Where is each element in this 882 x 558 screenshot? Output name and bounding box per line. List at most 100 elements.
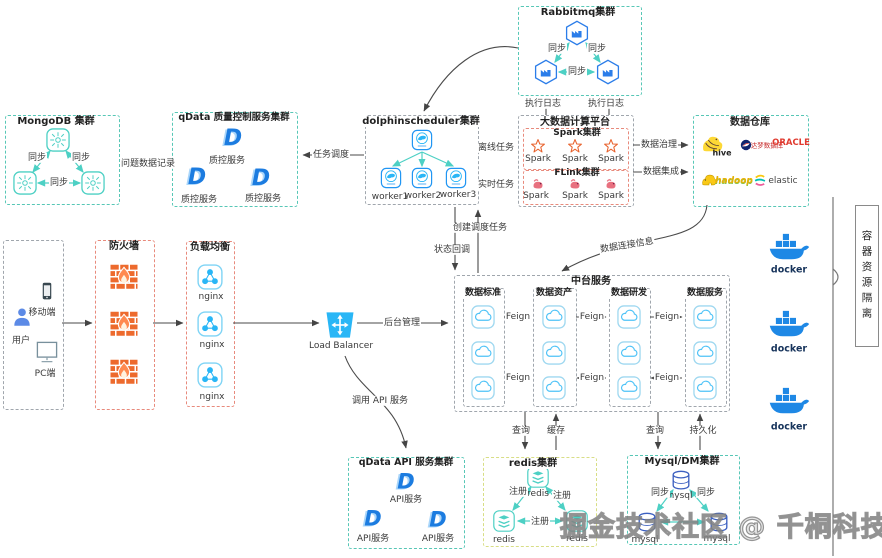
cloud-service-icon	[470, 340, 496, 366]
docker-whale-icon	[768, 383, 810, 419]
nginx-icon	[196, 263, 224, 291]
qc-service-label: 质控服务	[243, 193, 283, 205]
qdata-logo: D	[397, 469, 415, 494]
redis-cluster-title: redis集群	[506, 458, 560, 469]
cloud-service-icon	[692, 340, 718, 366]
firewall-icon	[109, 356, 139, 386]
dolphinscheduler-cluster-title: dolphinscheduler集群	[360, 116, 482, 127]
qc-service-label: 质控服务	[207, 155, 247, 167]
midplatform-col-1-box	[463, 288, 505, 407]
midplatform-col-3-box	[609, 288, 651, 407]
spark-cluster-box	[523, 128, 629, 170]
mysql-label: mysql	[631, 534, 659, 545]
elastic-label: elastic	[768, 175, 798, 186]
nginx-label: nginx	[198, 291, 224, 302]
edge-label-task-schedule: 任务调度	[311, 149, 351, 161]
rabbitmq-node-icon	[595, 59, 621, 85]
cloud-service-icon	[470, 304, 496, 330]
docker-label: docker	[770, 343, 808, 355]
spark-icon	[530, 138, 546, 154]
feign-label: Feign	[578, 311, 606, 323]
midplatform-col-4-title: 数据服务	[684, 288, 726, 299]
flink-icon	[531, 177, 546, 192]
cloud-service-icon	[692, 375, 718, 401]
qdata-logo: D	[251, 166, 271, 191]
edge-label-data-governance: 数据治理	[639, 139, 679, 151]
redis-cluster-box	[483, 457, 597, 547]
rabbitmq-node-icon	[564, 20, 590, 46]
qdata-logo: D	[187, 165, 207, 190]
cloud-service-icon	[616, 340, 642, 366]
worker-label: worker3	[439, 189, 477, 200]
nginx-label: nginx	[199, 391, 225, 402]
register-label: 注册	[529, 516, 551, 528]
sync-label: 同步	[566, 66, 588, 78]
flink-cluster-title: FLink集群	[554, 168, 600, 178]
mysql-cluster-box	[627, 455, 740, 545]
data-warehouse-box	[693, 115, 809, 207]
edge-label-offline-task: 离线任务	[476, 142, 516, 154]
mongodb-cluster-box	[5, 115, 120, 205]
cloud-service-icon	[470, 375, 496, 401]
mongodb-cluster-title: MongoDB 集群	[15, 116, 97, 127]
mysql-label: mysql	[665, 490, 693, 501]
dolphin-worker-icon	[379, 166, 403, 190]
spark-icon	[603, 138, 619, 154]
feign-label: Feign	[504, 372, 532, 384]
rabbitmq-node-icon	[533, 59, 559, 85]
firewall-icon	[109, 308, 139, 338]
qdata-qc-cluster-title: qData 质量控制服务集群	[176, 112, 292, 124]
redis-label: redis	[527, 488, 549, 499]
cloud-service-icon	[541, 304, 567, 330]
spark-node-label: Spark	[598, 153, 624, 164]
container-isolation-box: 容器资源隔离	[855, 205, 879, 347]
rabbitmq-cluster-box	[518, 6, 642, 96]
firewall-icon	[109, 261, 139, 291]
cloud-service-icon	[541, 375, 567, 401]
api-service-label: API服务	[356, 533, 390, 544]
register-label: 注册	[507, 486, 529, 498]
spark-icon	[567, 138, 583, 154]
sync-label: 同步	[70, 152, 92, 164]
qdata-logo: D	[364, 506, 382, 531]
container-isolation-label: 容器资源隔离	[860, 229, 873, 323]
pc-monitor-icon	[35, 340, 59, 364]
rabbitmq-cluster-title: Rabbitmq集群	[538, 7, 618, 18]
edge-label-problem-records: 问题数据记录	[119, 158, 177, 170]
flink-node-label: Spark	[562, 190, 588, 201]
api-service-label: API服务	[421, 533, 455, 544]
docker-label: docker	[770, 421, 808, 433]
edge-label-query: 查询	[644, 425, 666, 437]
flink-icon	[604, 177, 619, 192]
mobile-label: 移动端	[28, 307, 56, 318]
sync-label: 同步	[546, 43, 568, 55]
edge-label-backend-mgmt: 后台管理	[382, 317, 422, 329]
data-warehouse-title: 数据仓库	[728, 117, 772, 128]
feign-label: Feign	[653, 311, 681, 323]
edge-label-exec-log: 执行日志	[523, 98, 563, 110]
spark-node-label: Spark	[562, 153, 588, 164]
flink-node-label: Spark	[598, 190, 624, 201]
docker-whale-icon	[768, 229, 810, 265]
firewall-title: 防火墙	[107, 241, 141, 252]
feign-label: Feign	[578, 372, 606, 384]
register-label: 注册	[551, 490, 573, 502]
redis-node-icon	[492, 509, 516, 533]
cloud-service-icon	[541, 340, 567, 366]
hive-label: hive	[712, 148, 732, 158]
edge-label-query: 查询	[510, 425, 532, 437]
elastic-icon	[753, 173, 767, 187]
nginx-icon	[196, 310, 224, 338]
midplatform-col-3-title: 数据研发	[608, 288, 650, 299]
mongodb-node-icon	[45, 127, 71, 153]
sync-label: 同步	[695, 487, 717, 499]
edge-label-realtime-task: 实时任务	[476, 179, 516, 191]
redis-label: redis	[493, 534, 515, 545]
mysql-cluster-title: Mysql/DM集群	[642, 456, 722, 467]
nginx-label: nginx	[199, 339, 225, 350]
api-service-label: API服务	[389, 494, 423, 505]
midplatform-col-1-title: 数据标准	[462, 288, 504, 299]
spark-node-label: Spark	[525, 153, 551, 164]
sync-label: 同步	[586, 43, 608, 55]
